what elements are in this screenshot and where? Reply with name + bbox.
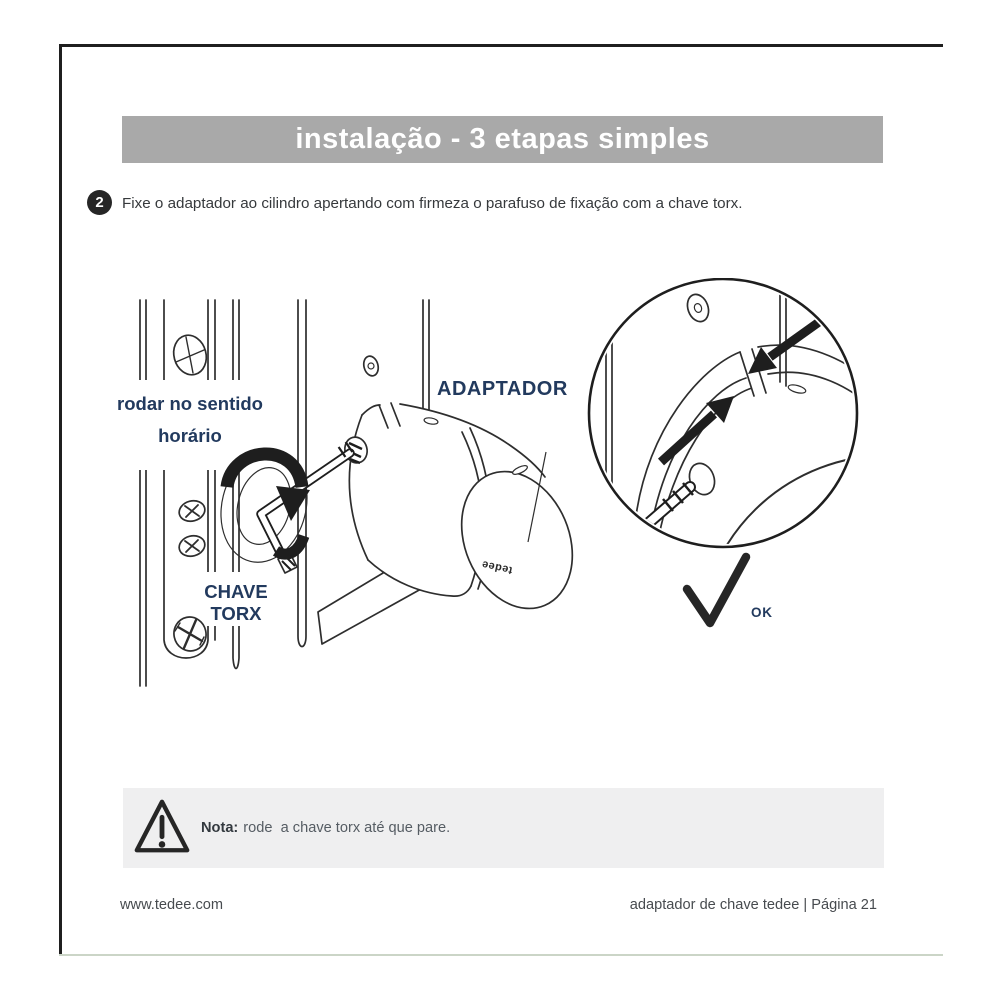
detail-screw-icon <box>686 293 710 323</box>
torx-key-label-line2: TORX <box>210 603 262 624</box>
press-arrow-icon <box>748 313 829 374</box>
warning-icon <box>134 799 190 853</box>
installation-illustration: tedee rodar no sentido horário CHAVE TOR… <box>95 278 859 687</box>
step-text: Fixe o adaptador ao cilindro apertando c… <box>122 195 743 212</box>
rotate-label-line2: horário <box>158 425 222 446</box>
magnifier-circle <box>587 278 859 549</box>
footer-rule <box>59 954 943 956</box>
adapter-label: ADAPTADOR <box>437 378 568 400</box>
phillips-screw-icon <box>178 499 206 523</box>
magnifier-detail <box>592 282 854 544</box>
label-mask <box>190 572 286 626</box>
lock-cylinder: tedee <box>344 402 574 610</box>
torx-key-label-line1: CHAVE <box>204 581 267 602</box>
press-arrow-icon <box>657 396 734 466</box>
page-border-left <box>59 44 62 956</box>
note-text: rode a chave torx até que pare. <box>243 820 451 836</box>
clockwise-arrow-icon <box>220 447 310 560</box>
phillips-screw-icon <box>173 616 207 652</box>
page-border-top <box>59 44 943 47</box>
page-title: instalação - 3 etapas simples <box>295 123 710 155</box>
slotted-screw-icon <box>172 334 208 376</box>
checkmark-icon <box>682 552 751 628</box>
footer-page-info: adaptador de chave tedee | Página 21 <box>629 897 877 913</box>
header-bar: instalação - 3 etapas simples <box>122 116 883 163</box>
note-label: Nota: <box>201 820 239 836</box>
plate-screw-icon <box>362 355 380 377</box>
adapter-seam <box>378 402 401 429</box>
detail-torx-key <box>592 481 696 544</box>
footer-website: www.tedee.com <box>120 897 224 913</box>
ok-label: OK <box>751 605 773 620</box>
note-box: Nota:rode a chave torx até que pare. <box>123 788 884 868</box>
note-text-line: Nota:rode a chave torx até que pare. <box>201 788 450 868</box>
rotate-label-line1: rodar no sentido <box>117 393 263 414</box>
phillips-screw-icon <box>178 534 206 558</box>
step-number: 2 <box>95 194 104 211</box>
step-badge: 2 <box>87 190 112 215</box>
